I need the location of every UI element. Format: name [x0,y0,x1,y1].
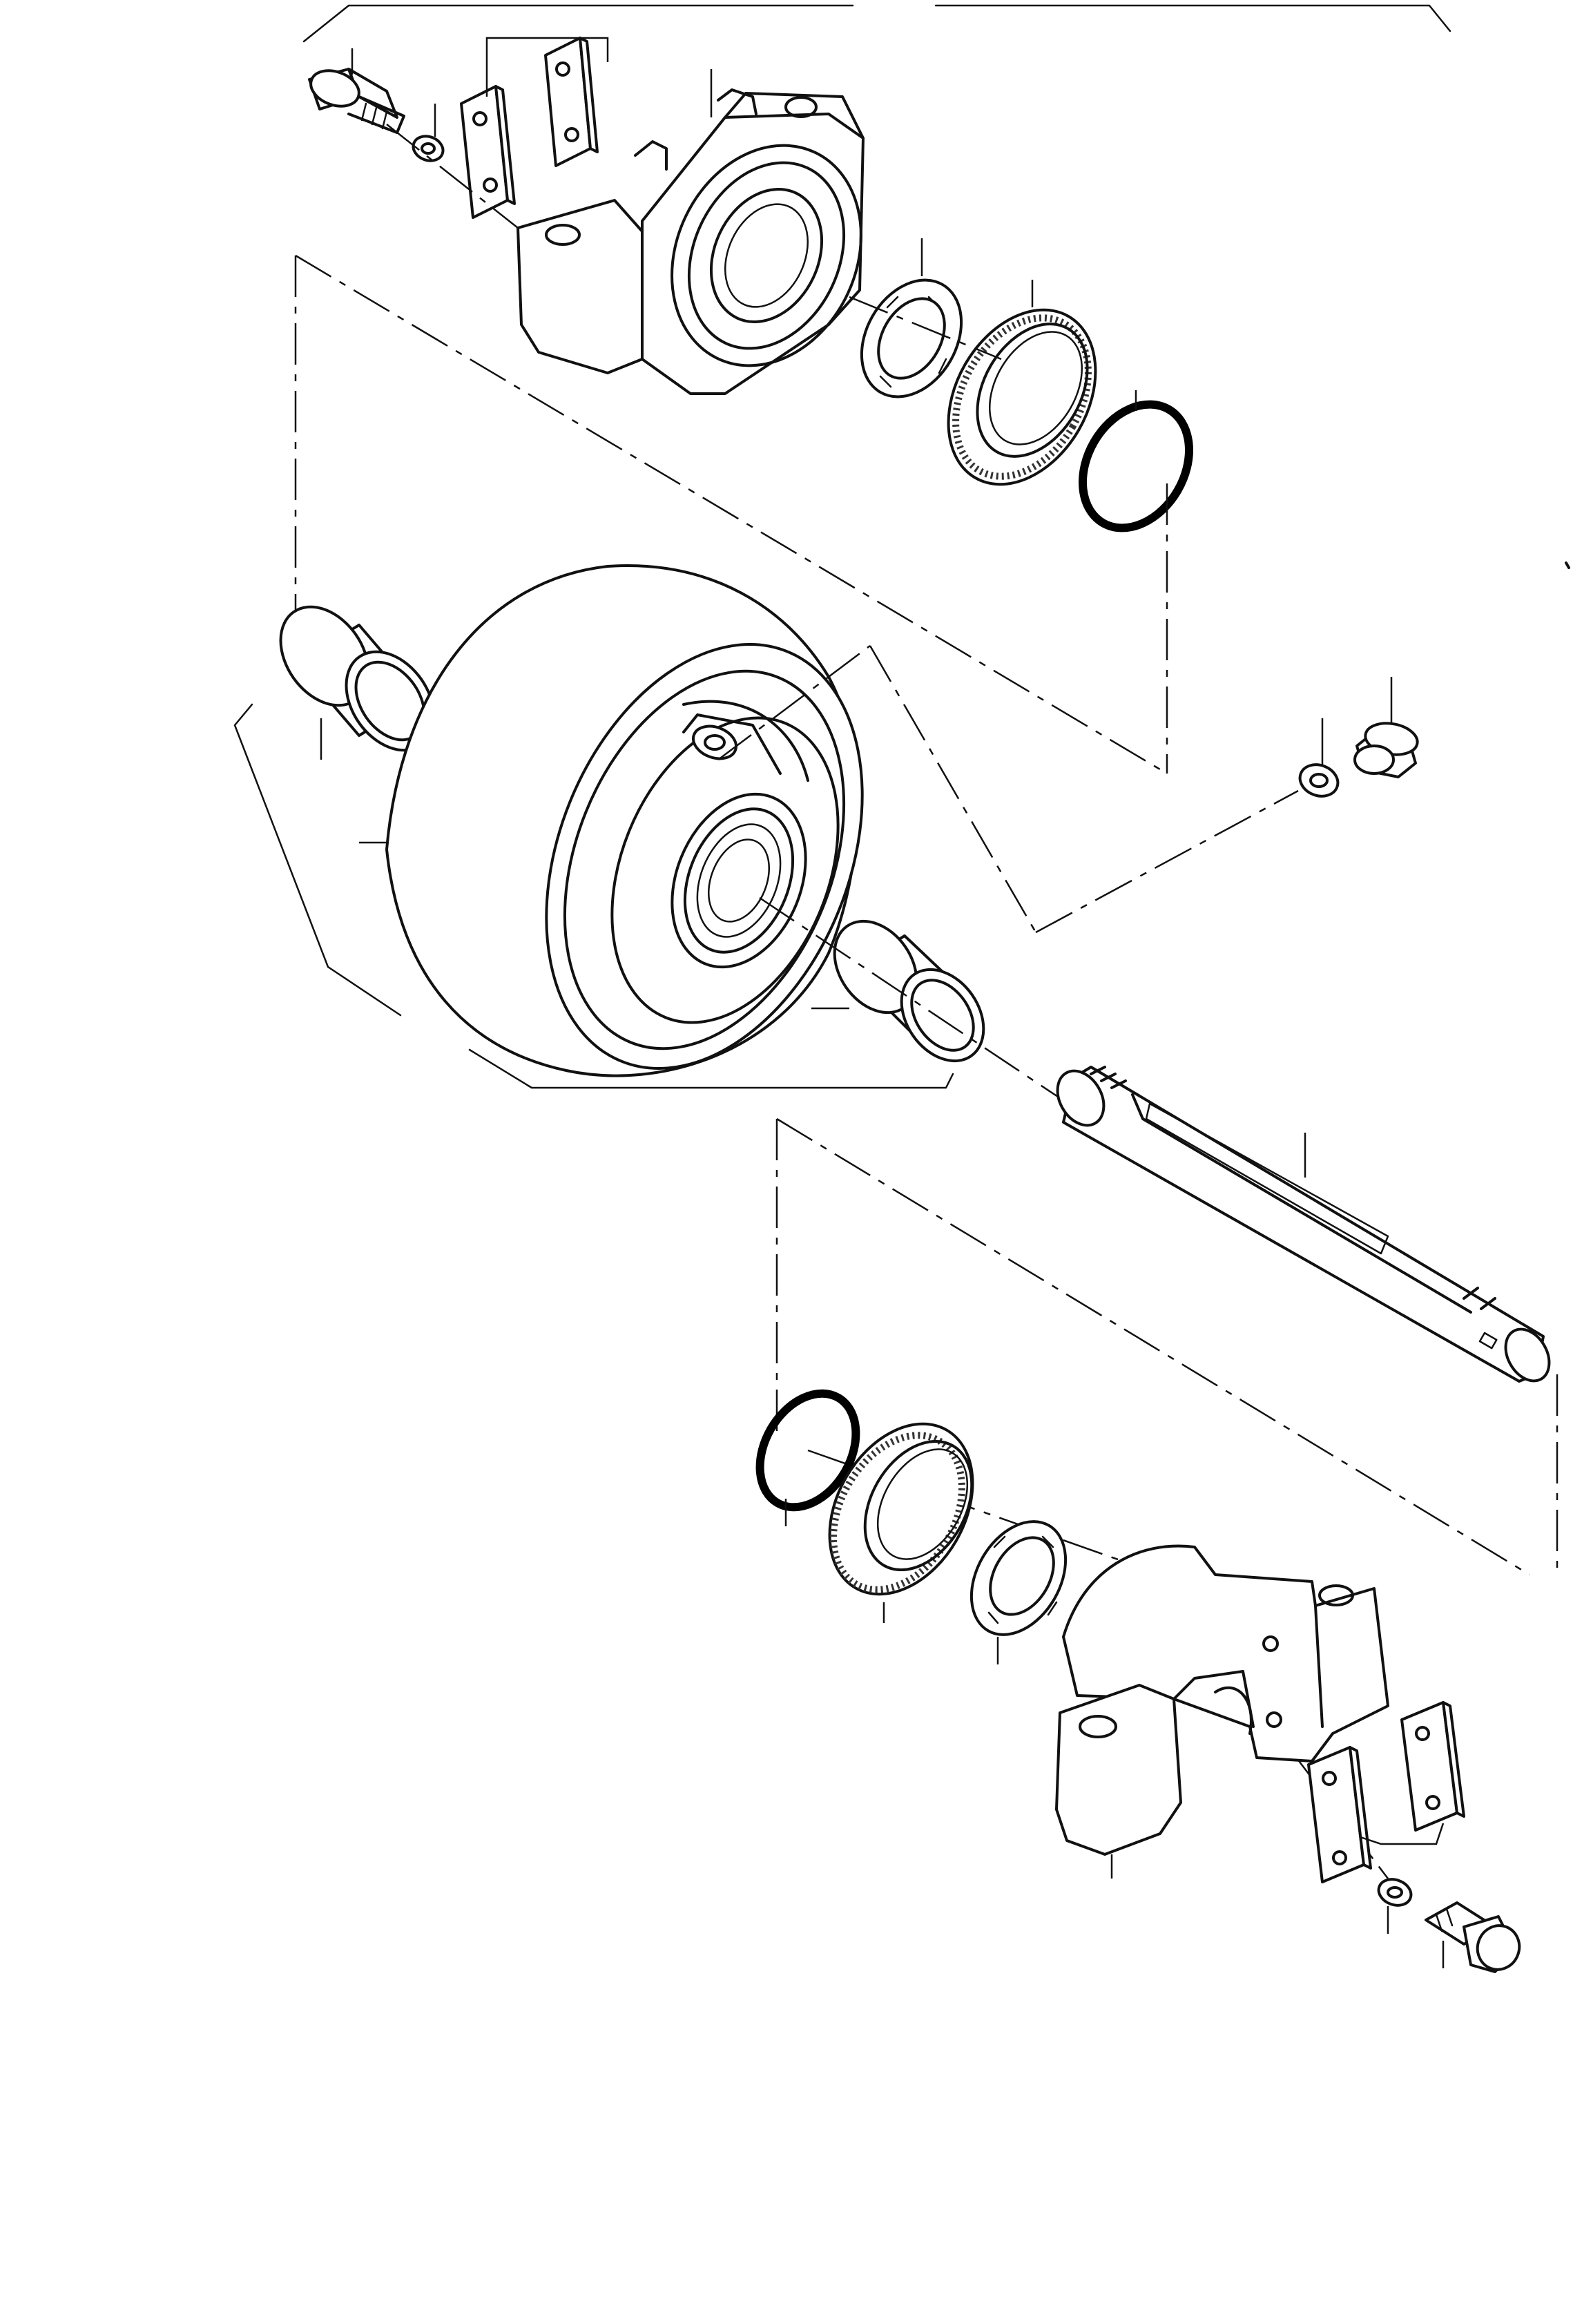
upper-assembly-guides [294,124,1168,775]
bushing-left [279,605,436,760]
plug-washer [1298,718,1340,798]
plug [1353,677,1419,778]
bushing-right [811,919,985,1063]
bolt-upper [308,48,405,134]
roller-shaft [1056,1066,1551,1383]
shim-plate-lower-leader [1360,1823,1445,1845]
shim-plate-upper-b [544,37,599,167]
o-ring-upper [1078,390,1194,532]
floating-seal-lower [828,1422,974,1623]
bearing-housing-upper [517,69,865,395]
bolt-lower [1425,1901,1521,1973]
floating-seal-upper [947,280,1097,486]
o-ring-lower [755,1389,860,1526]
washer-upper [412,104,445,162]
bearing-housing-lower [1055,1544,1389,1879]
roller-wheel [359,564,864,1077]
shim-plate-upper-leader [485,37,609,97]
shim-plate-lower-b [1400,1701,1465,1832]
roller-guides [233,645,1299,1099]
seal-retainer-lower [969,1520,1068,1664]
washer-lower [1377,1878,1413,1934]
shim-plate-lower-a [1307,1746,1372,1883]
margin-mark [1565,561,1570,569]
seal-retainer-upper [860,238,963,398]
top-bracket [302,4,1451,43]
shim-plate-upper-a [460,85,516,219]
